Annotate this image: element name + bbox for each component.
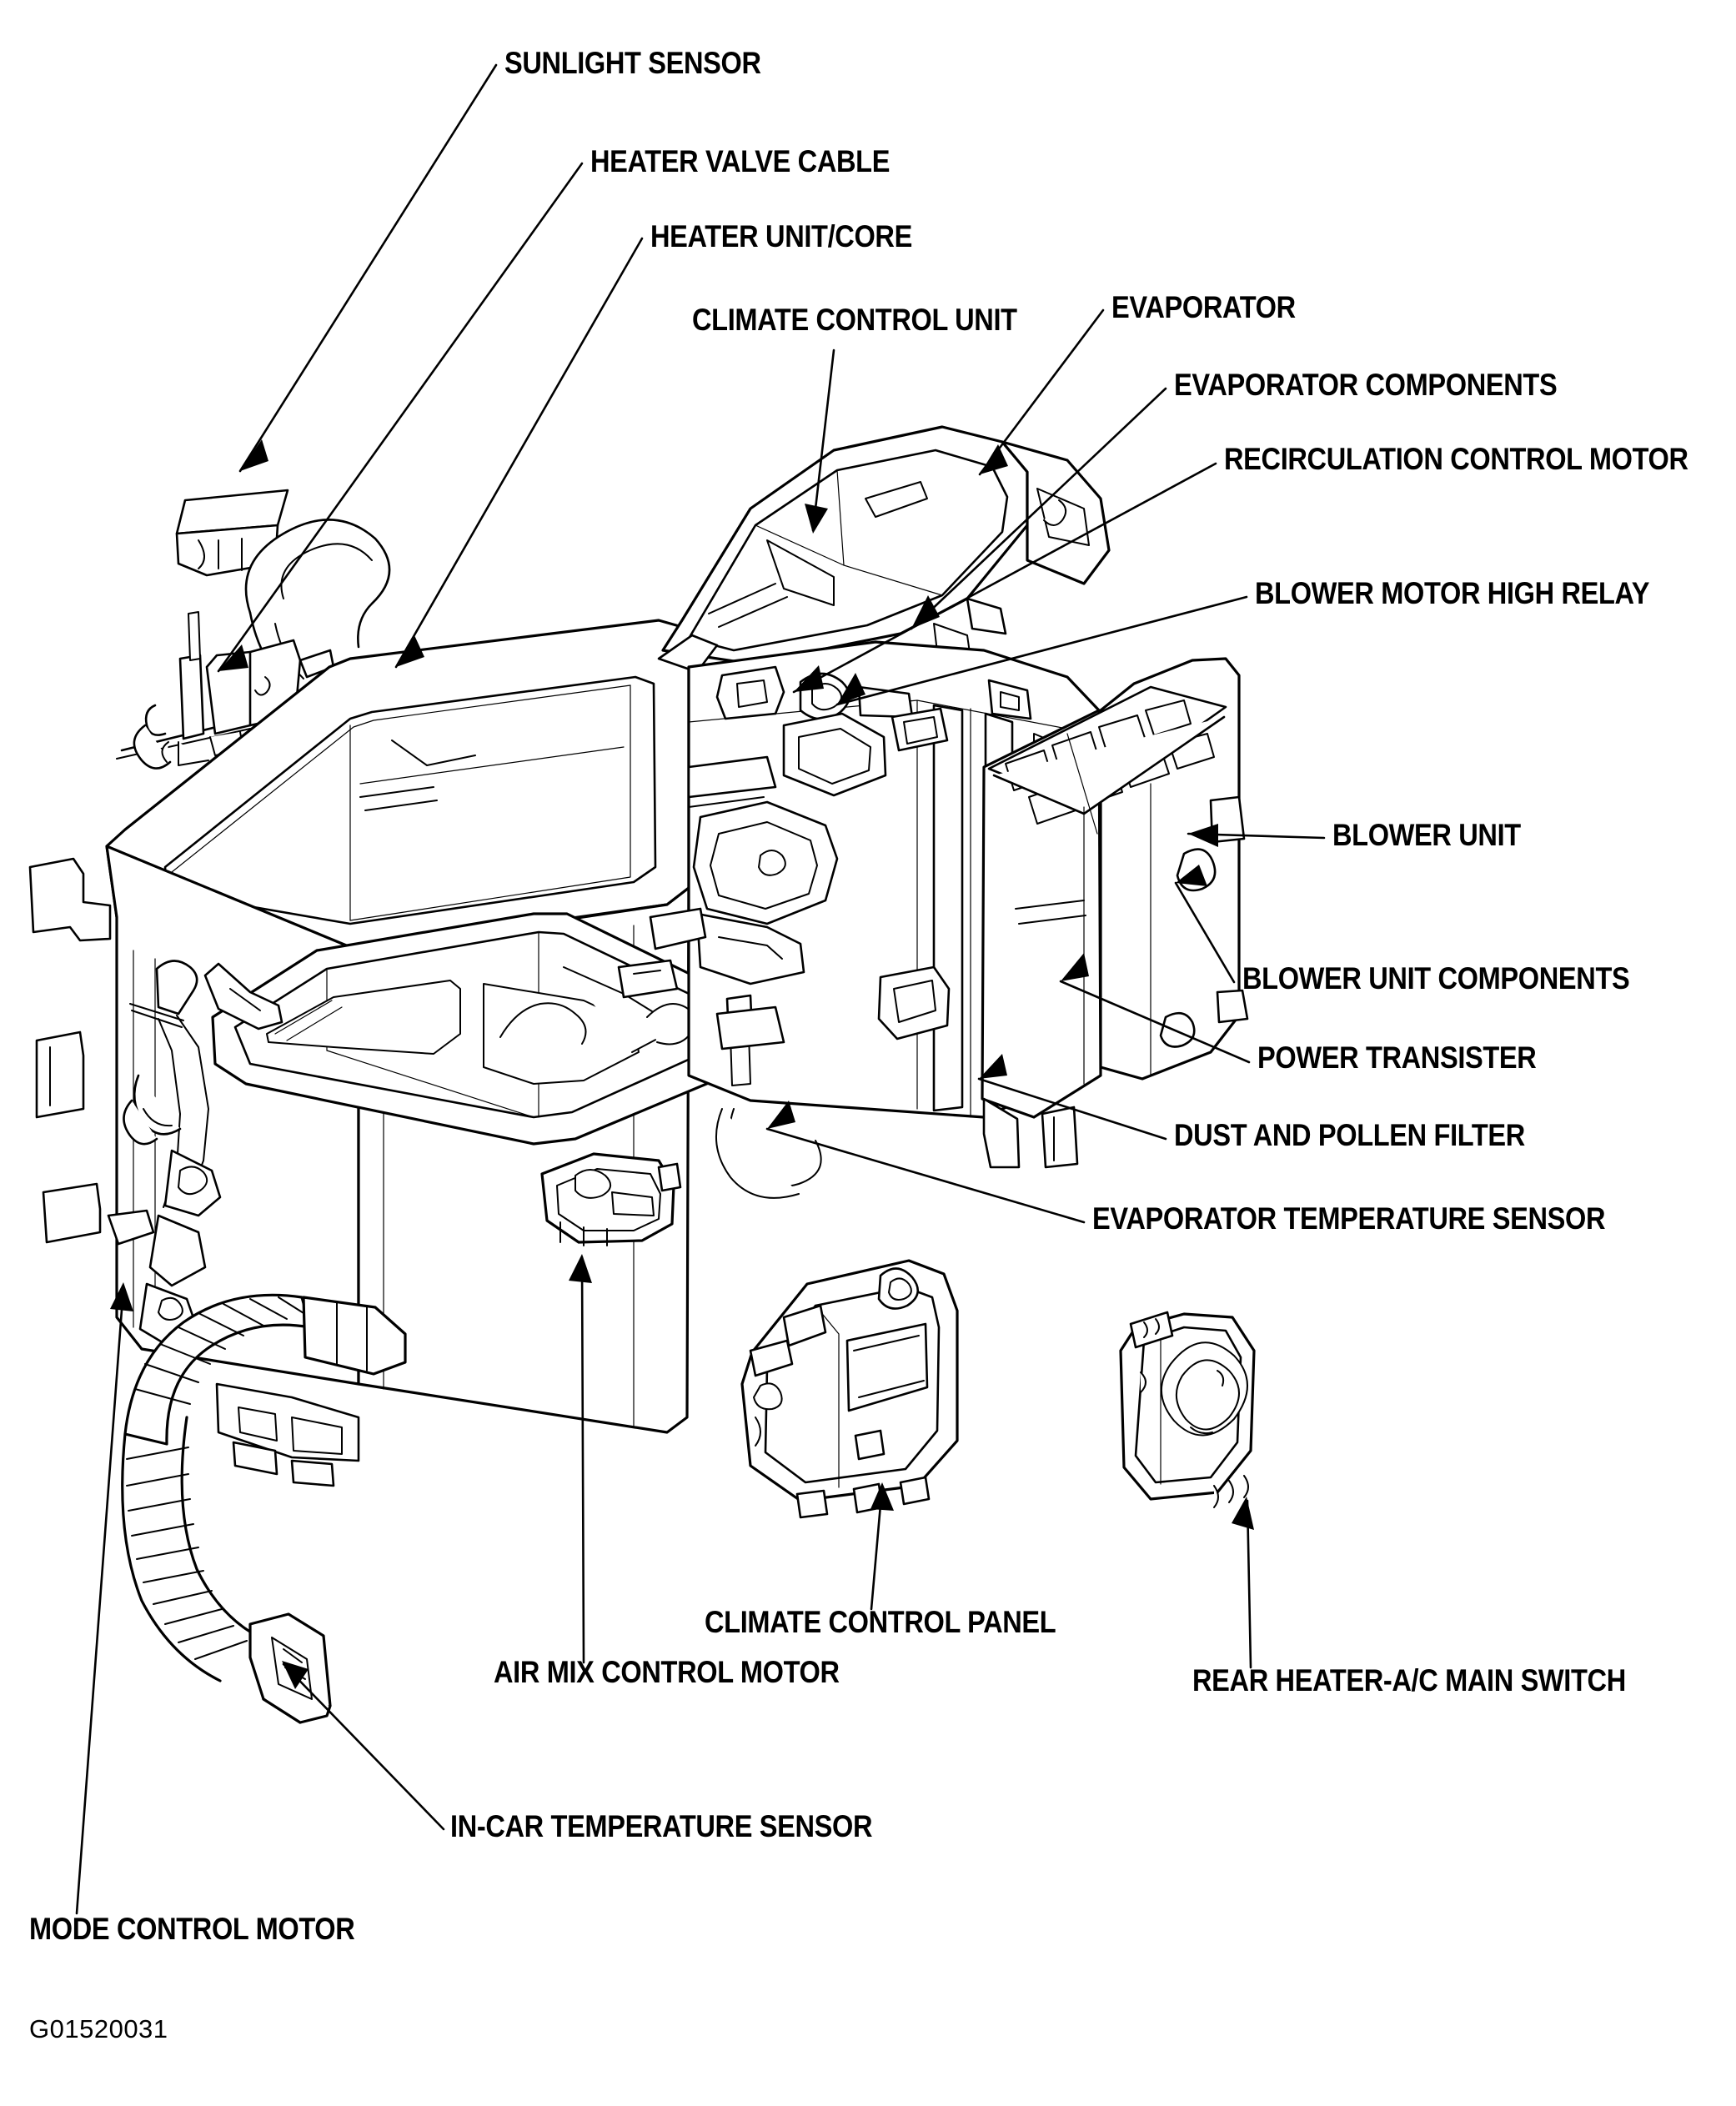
rear-heater-switch — [1119, 1311, 1256, 1508]
leader-recirculation-control-motor — [792, 462, 1217, 694]
leader-rear-heater-switch — [1232, 1497, 1254, 1669]
callout-label-heater-unit-core: HEATER UNIT/CORE — [650, 219, 912, 253]
leader-blower-unit — [1187, 824, 1326, 847]
leader-evaporator-components — [910, 387, 1167, 630]
climate-control-panel — [740, 1259, 959, 1519]
callout-label-evaporator-components: EVAPORATOR COMPONENTS — [1174, 368, 1558, 402]
hose-corrugations — [126, 1447, 248, 1660]
leader-evaporator — [978, 308, 1105, 476]
callout-label-recirculation-control-motor: RECIRCULATION CONTROL MOTOR — [1224, 442, 1688, 476]
blower-unit-part — [877, 657, 1249, 1169]
callout-label-rear-heater-ac-main-switch: REAR HEATER-A/C MAIN SWITCH — [1192, 1663, 1626, 1697]
callout-label-blower-motor-high-relay: BLOWER MOTOR HIGH RELAY — [1255, 576, 1650, 610]
callout-label-heater-valve-cable: HEATER VALVE CABLE — [590, 144, 891, 178]
callout-label-mode-control-motor: MODE CONTROL MOTOR — [29, 1912, 355, 1946]
leader-in-car-temp-sensor — [282, 1661, 445, 1831]
heater-unit-core — [28, 619, 752, 1434]
callout-label-evaporator-temp-sensor: EVAPORATOR TEMPERATURE SENSOR — [1092, 1201, 1606, 1236]
mode-control-motor — [215, 1382, 360, 1487]
callout-label-blower-unit-components: BLOWER UNIT COMPONENTS — [1242, 961, 1630, 995]
callout-label-climate-control-unit: CLIMATE CONTROL UNIT — [692, 303, 1017, 337]
callout-label-air-mix-control-motor: AIR MIX CONTROL MOTOR — [494, 1655, 840, 1689]
leader-dust-and-pollen-filter — [977, 1054, 1167, 1141]
leader-air-mix-control-motor — [569, 1254, 592, 1664]
callout-label-dust-and-pollen-filter: DUST AND POLLEN FILTER — [1174, 1118, 1525, 1152]
center-duct-rails — [687, 755, 785, 1050]
callout-label-blower-unit: BLOWER UNIT — [1332, 818, 1521, 852]
leader-heater-unit-core — [394, 237, 644, 669]
leader-blower-unit-components — [1174, 865, 1236, 984]
leader-climate-control-panel — [870, 1482, 894, 1611]
leader-mode-control-motor — [75, 1282, 133, 1915]
leader-climate-control-unit — [805, 348, 835, 534]
figure-id-code: G01520031 — [29, 2014, 168, 2043]
callout-label-power-transister: POWER TRANSISTER — [1257, 1040, 1537, 1075]
heater-valve-bracket — [133, 611, 335, 770]
callout-label-sunlight-sensor: SUNLIGHT SENSOR — [504, 46, 761, 80]
blower-relay-cluster — [782, 707, 949, 797]
leader-power-transister — [1059, 953, 1251, 1064]
leader-heater-valve-cable — [217, 162, 584, 673]
blower-intake-grille — [987, 685, 1227, 835]
leader-sunlight-sensor — [238, 63, 498, 473]
callout-label-climate-control-panel: CLIMATE CONTROL PANEL — [705, 1605, 1056, 1639]
callout-label-evaporator: EVAPORATOR — [1111, 290, 1296, 324]
air-mix-control-motor — [540, 1152, 682, 1246]
callout-label-in-car-temperature-sensor: IN-CAR TEMPERATURE SENSOR — [450, 1809, 873, 1843]
leader-evaporator-temp-sensor — [765, 1101, 1086, 1224]
leader-blower-motor-high-relay — [835, 595, 1248, 706]
